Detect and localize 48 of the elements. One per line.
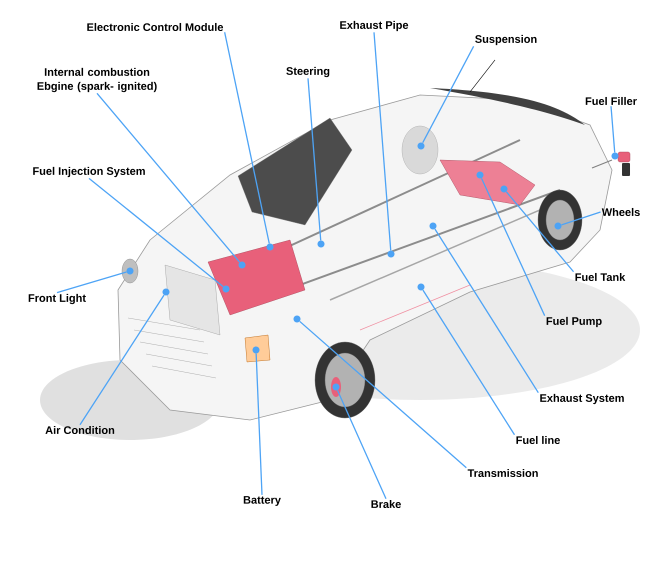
- part-label: Fuel line: [516, 436, 560, 444]
- leader-line: [79, 294, 165, 426]
- target-dot: [162, 288, 170, 296]
- part-label: Front Light: [28, 294, 86, 304]
- leader-line: [506, 191, 574, 272]
- target-dot: [554, 222, 562, 230]
- part-label: Suspension: [475, 34, 536, 46]
- part-label: Exhaust Pipe: [340, 20, 408, 32]
- part-label: Fuel Pump: [546, 316, 602, 328]
- part-label: Exhaust System: [540, 394, 624, 404]
- target-dot: [388, 250, 394, 258]
- leader-line: [610, 106, 616, 152]
- part-label: Fuel Filler: [586, 96, 637, 106]
- target-dot: [418, 142, 424, 150]
- part-label: Steering: [286, 66, 330, 78]
- target-dot: [612, 152, 618, 160]
- part-label: Air Condition: [45, 426, 114, 434]
- leader-line: [561, 211, 601, 226]
- leader-line: [256, 354, 263, 495]
- target-dot: [418, 284, 424, 290]
- part-label: Internal combustion Ebgine (spark- ignited): [38, 68, 157, 92]
- target-dot: [476, 172, 484, 178]
- part-label: Fuel Injection System: [33, 166, 145, 178]
- target-dot: [222, 286, 230, 292]
- leader-line: [373, 32, 392, 250]
- leader-line: [299, 320, 467, 468]
- target-dot: [252, 346, 260, 354]
- target-dot: [238, 262, 246, 268]
- target-dot: [294, 316, 300, 322]
- target-dot: [500, 186, 508, 192]
- part-label: Brake: [371, 500, 401, 508]
- leader-line: [422, 46, 474, 144]
- part-label: Wheels: [602, 208, 640, 216]
- target-dot: [430, 222, 436, 230]
- part-label: Transmission: [468, 468, 538, 478]
- leader-line: [422, 290, 516, 436]
- target-dot: [266, 244, 274, 250]
- target-dot: [126, 268, 134, 274]
- target-dot: [318, 240, 324, 248]
- leader-line: [480, 178, 546, 316]
- target-dot: [332, 384, 340, 390]
- part-label: Battery: [244, 496, 281, 506]
- leader-line: [307, 78, 322, 240]
- leader-line: [434, 228, 539, 394]
- leader-line: [336, 390, 387, 500]
- part-label: Electronic Control Module: [87, 22, 224, 32]
- leader-line: [224, 32, 270, 244]
- part-label: Fuel Tank: [575, 272, 626, 282]
